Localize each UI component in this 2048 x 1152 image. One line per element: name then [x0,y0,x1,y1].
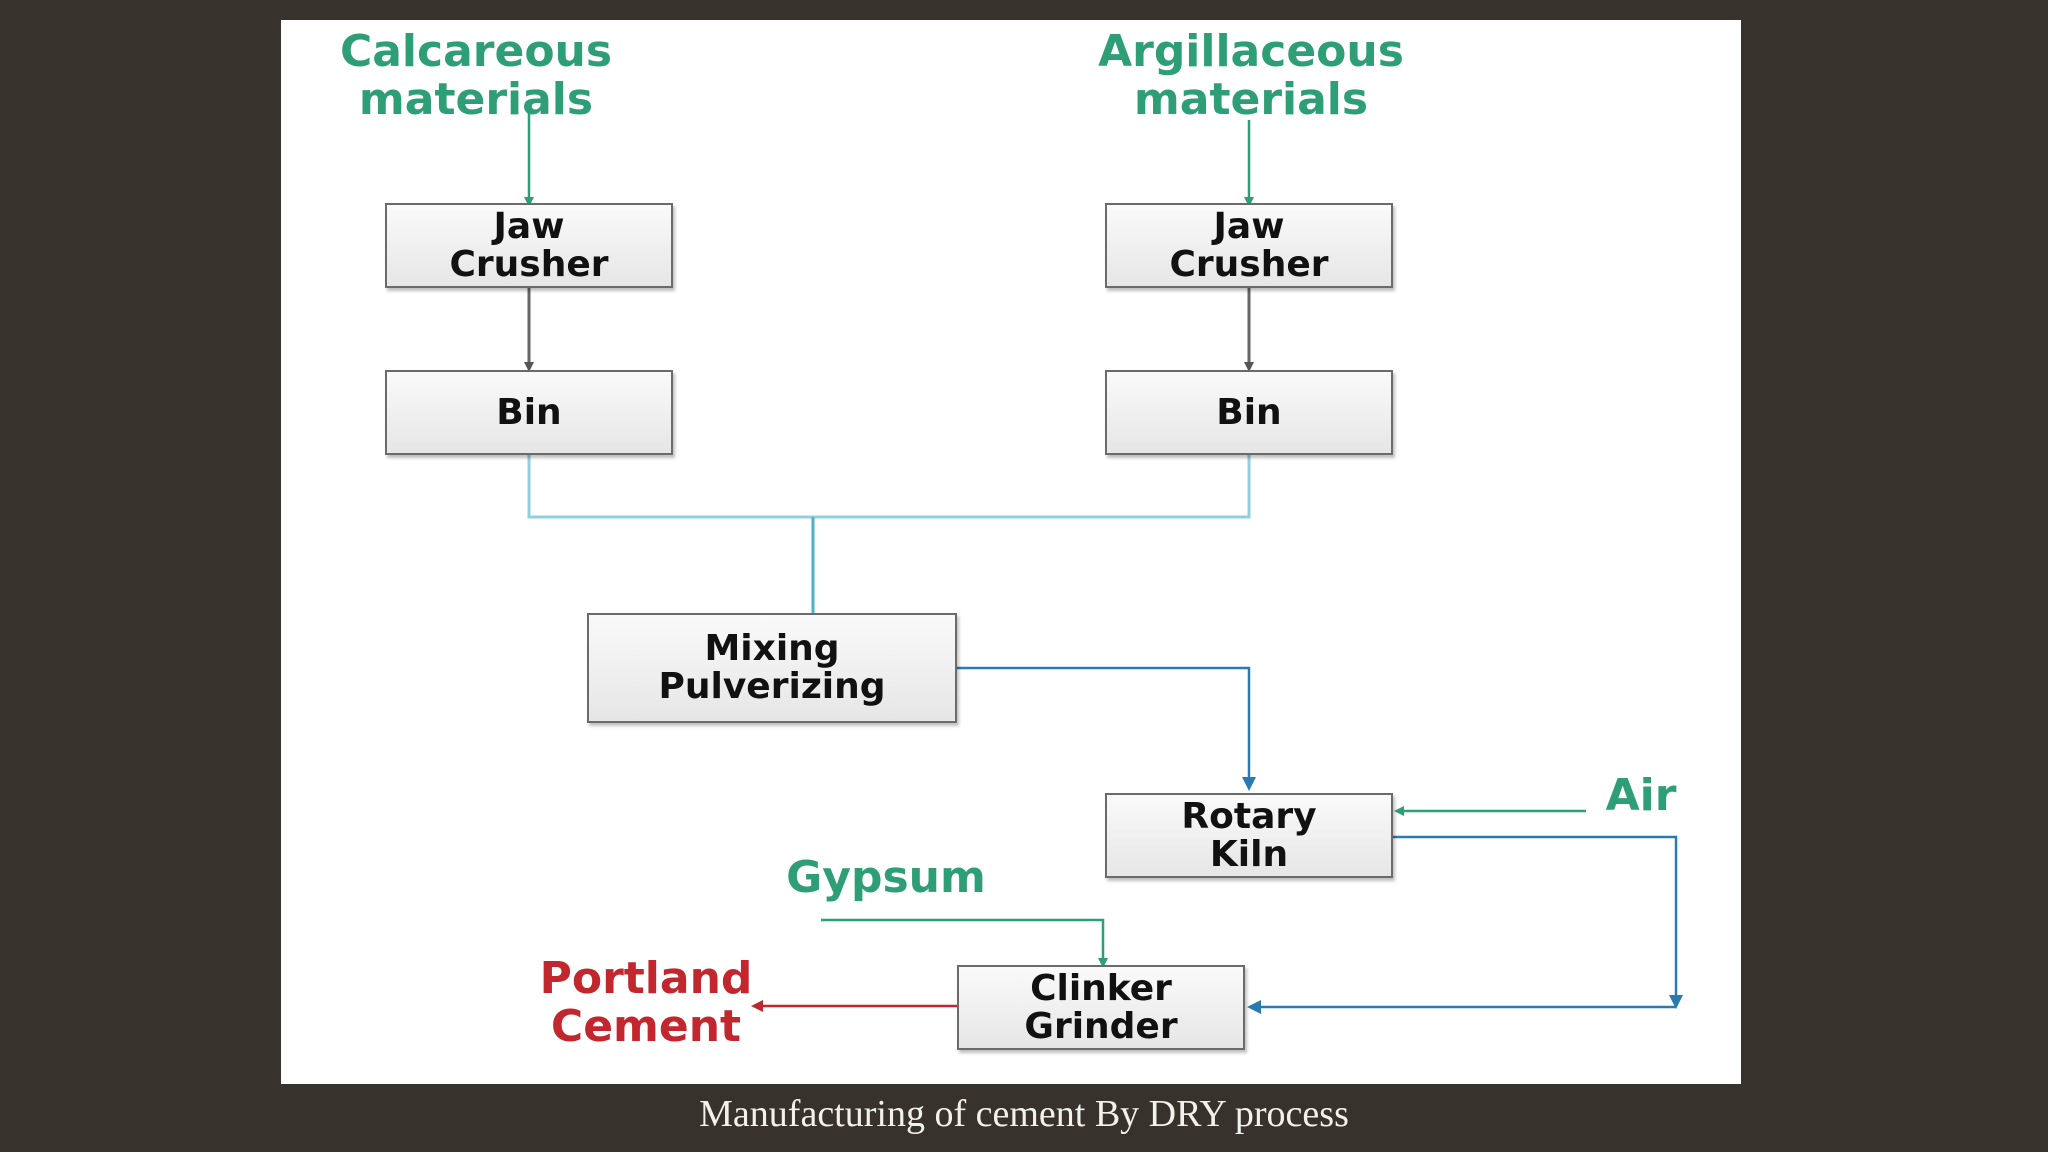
gypsum-label: Gypsum [786,852,986,903]
mixing-pulverizing-box: Mixing Pulverizing [587,613,957,723]
rotary-kiln-box: Rotary Kiln [1105,793,1393,878]
arrow-gypsum-to-grinder [821,918,1108,968]
jaw-crusher-right-box: Jaw Crusher [1105,203,1393,288]
jaw-crusher-left-box: Jaw Crusher [385,203,673,288]
bin-right-box: Bin [1105,370,1393,455]
calcareous-materials-label: Calcareous materials [339,26,613,126]
air-label: Air [1605,770,1677,821]
bin-left-box: Bin [385,370,673,455]
connector-layer [524,112,1683,1014]
portland-cement-label: Portland Cement [539,953,753,1053]
arrow-kiln-to-right [1393,835,1683,1009]
clinker-grinder-box: Clinker Grinder [957,965,1245,1050]
connector-bins-merge [527,455,1251,519]
arrow-mixing-to-kiln [957,666,1256,791]
diagram-panel: Calcareous materials Argillaceous materi… [281,20,1741,1084]
slide-caption: Manufacturing of cement By DRY process [699,1093,1349,1135]
argillaceous-materials-label: Argillaceous materials [1098,26,1404,126]
